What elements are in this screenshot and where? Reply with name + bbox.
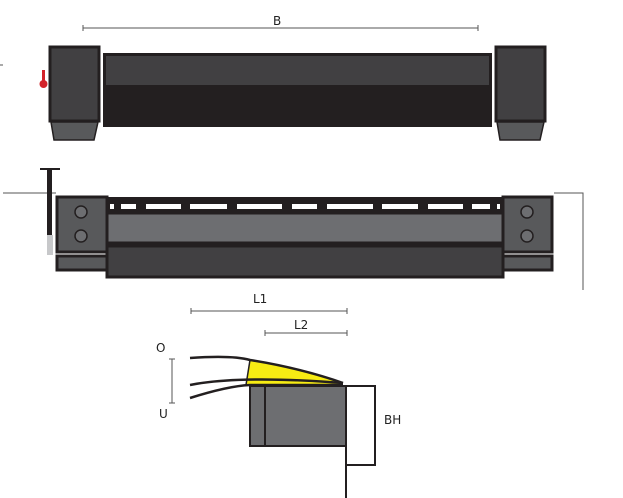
upper-panel [105,211,505,245]
housing-block [249,385,347,447]
thermometer-icon [39,70,48,88]
label-b: B [273,14,282,28]
top-view [0,25,547,141]
main-body-top [103,53,492,127]
bolt-icon [520,229,534,243]
perforated-rail [107,197,503,213]
bolt-icon [520,205,534,219]
label-l1: L1 [253,292,268,306]
bolt-icon [74,229,88,243]
label-l2: L2 [294,318,309,332]
sensor-probe [40,168,60,255]
dimension-l1-line [190,308,348,314]
right-end-cap [494,45,547,141]
side-section-view [169,308,376,498]
left-bracket [55,195,109,272]
lower-panel [105,244,505,279]
front-view [3,168,584,290]
dimension-ou-line [169,358,175,404]
reference-line-right [554,192,584,290]
dimension-b-line [82,25,479,31]
bolt-icon [74,205,88,219]
label-o: O [156,341,166,355]
dimension-l2-line [264,330,348,336]
label-u: U [159,407,168,421]
right-bracket [501,195,554,272]
build-height-frame [345,385,376,498]
label-bh: BH [384,413,402,427]
left-end-cap [48,45,101,141]
brush-blades [189,355,344,400]
